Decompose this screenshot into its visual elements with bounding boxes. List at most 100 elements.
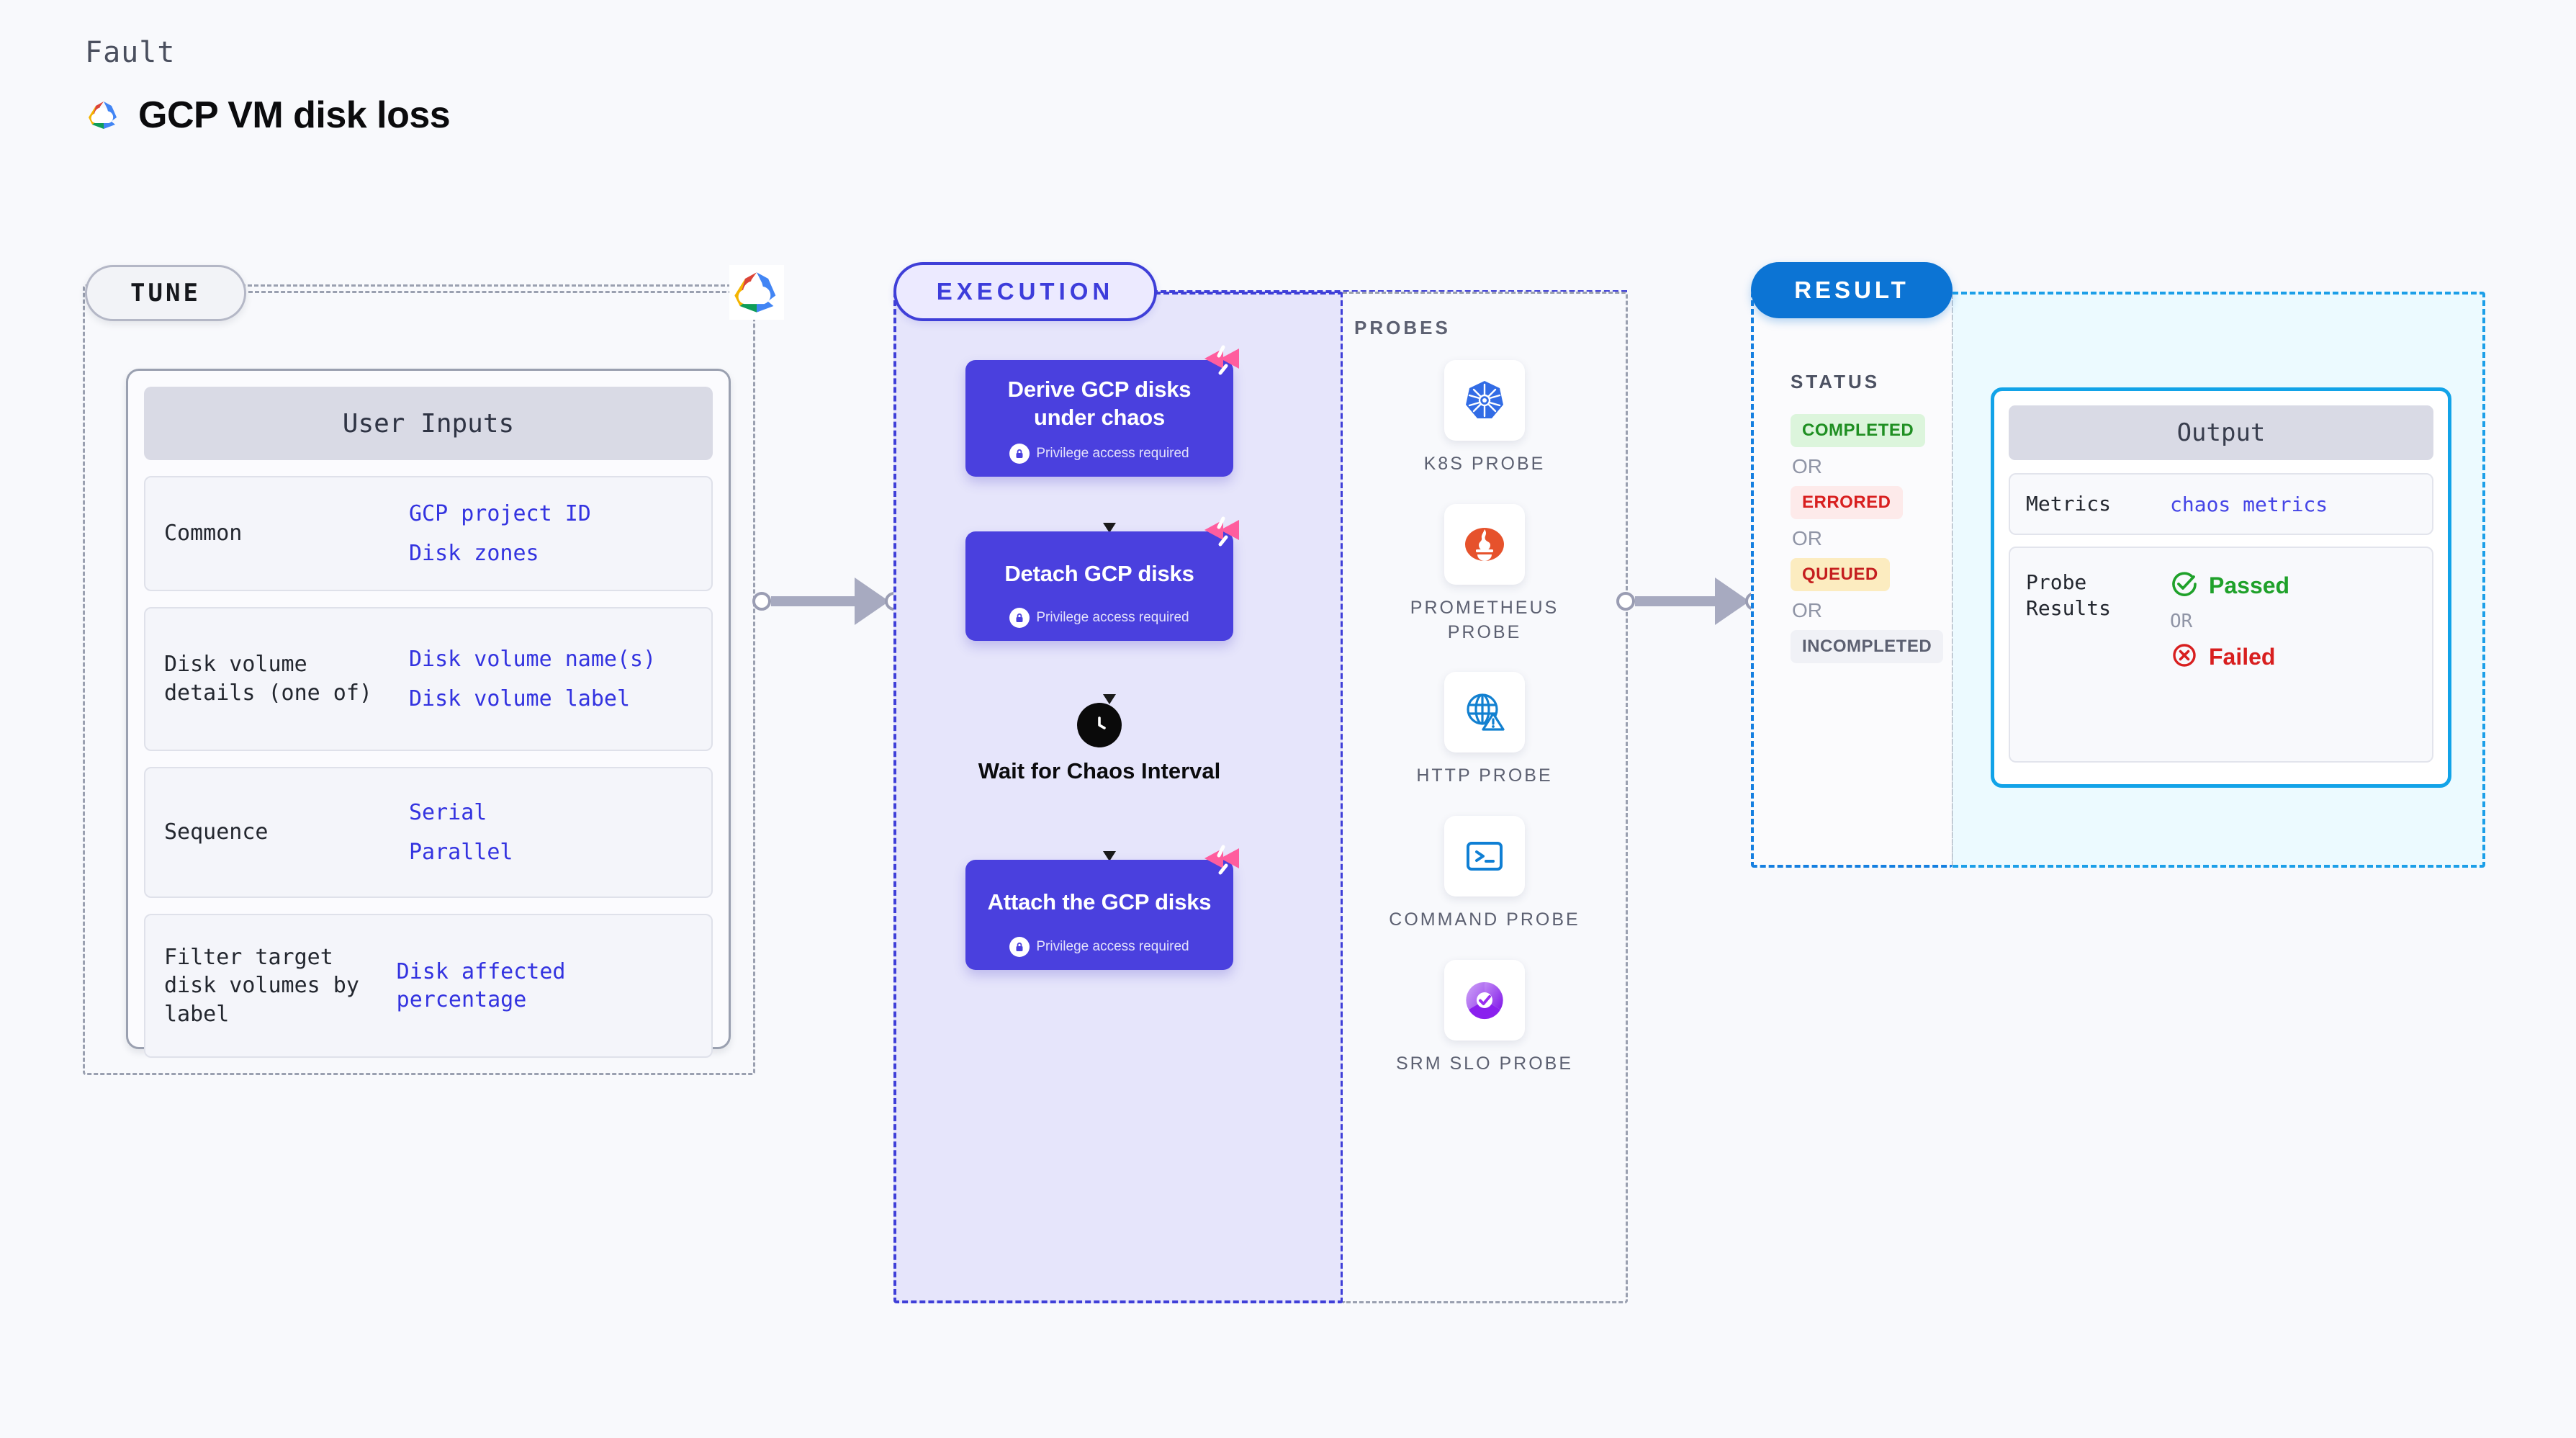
terminal-icon — [1444, 816, 1525, 896]
or-separator: OR — [1792, 527, 1822, 549]
row-value[interactable]: Disk affected percentage — [396, 959, 566, 1012]
table-row: Disk volume details (one of) Disk volume… — [144, 607, 713, 751]
result-section-badge: RESULT — [1751, 262, 1953, 318]
output-row-key: Metrics — [2026, 491, 2112, 516]
probe-item-prometheus[interactable]: PROMETHEUS PROBE — [1373, 503, 1596, 645]
x-circle-icon — [2170, 641, 2199, 673]
flow-node-derive-disks[interactable]: Derive GCP disks under chaos Privilege a… — [965, 345, 1239, 477]
status-label: STATUS — [1791, 371, 1881, 392]
row-value[interactable]: Disk zones — [409, 541, 539, 566]
clock-icon — [1077, 703, 1122, 748]
connector-bar — [771, 596, 855, 606]
privilege-text: Privilege access required — [1036, 938, 1189, 954]
probe-label: SRM SLO PROBE — [1396, 1053, 1573, 1074]
probe-result-values: Passed OR Failed — [2170, 570, 2289, 673]
wait-node-label: Wait for Chaos Interval — [978, 758, 1221, 784]
flow-node-wait: Wait for Chaos Interval — [965, 703, 1233, 785]
eyebrow-label: Fault — [85, 36, 176, 69]
privilege-badge: Privilege access required — [978, 443, 1220, 464]
table-row: Sequence Serial Parallel — [144, 767, 713, 898]
or-separator: OR — [1792, 455, 1822, 477]
flow-node-attach-disks[interactable]: Attach the GCP disks Privilege access re… — [965, 845, 1239, 970]
execution-section-badge: EXECUTION — [893, 262, 1157, 321]
probe-label: PROMETHEUS PROBE — [1410, 597, 1559, 642]
flow-node-title: Attach the GCP disks — [987, 889, 1212, 915]
row-value[interactable]: GCP project ID — [409, 501, 591, 526]
output-row-metrics: Metrics chaos metrics — [2009, 473, 2433, 535]
output-row-key: Probe Results — [2026, 570, 2112, 621]
privilege-badge: Privilege access required — [978, 936, 1220, 957]
flow-arrow-2 — [965, 641, 1253, 705]
probe-result-passed-label: Passed — [2209, 572, 2290, 598]
row-value[interactable]: Disk volume label — [409, 686, 631, 711]
probes-list: K8S PROBE PROMETHEUS PROBE — [1373, 360, 1596, 1077]
status-list: COMPLETED OR ERRORED OR QUEUED OR INCOMP… — [1791, 414, 1949, 663]
row-value[interactable]: Serial — [409, 800, 487, 825]
lock-icon — [1009, 936, 1030, 957]
gcp-cloud-logo-icon — [85, 99, 122, 131]
flow-node-title: Detach GCP disks — [1004, 560, 1194, 586]
probe-item-k8s[interactable]: K8S PROBE — [1373, 360, 1596, 477]
lock-icon — [1009, 608, 1030, 629]
row-key: Sequence — [164, 819, 269, 845]
connector-tune-to-execution — [752, 578, 904, 625]
tune-connector-dashline — [248, 291, 752, 293]
output-title: Output — [2009, 405, 2433, 460]
probe-result-passed: Passed — [2170, 570, 2289, 602]
execution-flow: Derive GCP disks under chaos Privilege a… — [965, 345, 1253, 970]
row-key: Filter target disk volumes by label — [164, 944, 359, 1027]
kubernetes-icon — [1444, 360, 1525, 441]
probe-label: HTTP PROBE — [1416, 765, 1553, 786]
flow-arrow-3 — [965, 785, 1253, 862]
connector-bar — [1635, 596, 1715, 606]
output-row-probe-results: Probe Results Passed OR — [2009, 547, 2433, 763]
probe-result-failed: Failed — [2170, 641, 2289, 673]
or-separator: OR — [2170, 611, 2193, 632]
probes-title: PROBES — [1354, 317, 1451, 338]
row-value[interactable]: Parallel — [409, 840, 513, 865]
harness-mark-icon — [1202, 844, 1242, 881]
connector-arrow-icon — [855, 578, 889, 625]
tune-section-badge: TUNE — [85, 265, 246, 321]
output-card: Output Metrics chaos metrics Probe Resul… — [1991, 387, 2451, 788]
probe-item-srm-slo[interactable]: SRM SLO PROBE — [1373, 959, 1596, 1077]
table-row: Common GCP project ID Disk zones — [144, 476, 713, 591]
tune-gcp-cloud-logo-icon — [729, 265, 784, 320]
srm-slo-icon — [1444, 959, 1525, 1041]
privilege-text: Privilege access required — [1036, 445, 1189, 461]
harness-mark-icon — [1202, 516, 1242, 553]
flow-arrow-head-icon — [1103, 694, 1116, 705]
flow-arrow-head-icon — [1103, 851, 1116, 862]
or-separator: OR — [1792, 599, 1822, 621]
connector-arrow-icon — [1715, 578, 1749, 625]
connector-start-dot — [1616, 592, 1635, 611]
flow-node-title: Derive GCP disks under chaos — [1007, 377, 1192, 430]
row-key: Disk volume details (one of) — [164, 652, 372, 706]
row-key: Common — [164, 521, 243, 547]
probe-label: COMMAND PROBE — [1389, 909, 1580, 930]
probe-result-failed-label: Failed — [2209, 644, 2276, 670]
probe-item-command[interactable]: COMMAND PROBE — [1373, 816, 1596, 933]
flow-node-detach-disks[interactable]: Detach GCP disks Privilege access requir… — [965, 516, 1239, 642]
status-badge-queued: QUEUED — [1791, 558, 1890, 591]
flow-arrow-1 — [965, 477, 1253, 533]
row-value[interactable]: Disk volume name(s) — [409, 647, 657, 672]
harness-mark-icon — [1202, 344, 1242, 382]
probes-panel — [1343, 292, 1628, 1303]
probe-item-http[interactable]: HTTP PROBE — [1373, 672, 1596, 788]
probe-label: K8S PROBE — [1423, 454, 1546, 474]
row-values: Serial Parallel — [409, 799, 513, 866]
row-values: GCP project ID Disk zones — [409, 500, 591, 567]
title-row: GCP VM disk loss — [85, 94, 451, 137]
privilege-badge: Privilege access required — [978, 608, 1220, 629]
privilege-text: Privilege access required — [1036, 610, 1189, 626]
check-circle-icon — [2170, 570, 2199, 602]
status-badge-completed: COMPLETED — [1791, 414, 1926, 447]
connector-start-dot — [752, 592, 771, 611]
page-header: Fault GCP VM disk loss — [85, 36, 451, 137]
flow-arrow-head-icon — [1103, 522, 1116, 533]
prometheus-icon — [1444, 503, 1525, 585]
page-title: GCP VM disk loss — [138, 94, 451, 136]
output-row-value[interactable]: chaos metrics — [2170, 492, 2328, 516]
status-badge-incompleted: INCOMPLETED — [1791, 630, 1944, 663]
